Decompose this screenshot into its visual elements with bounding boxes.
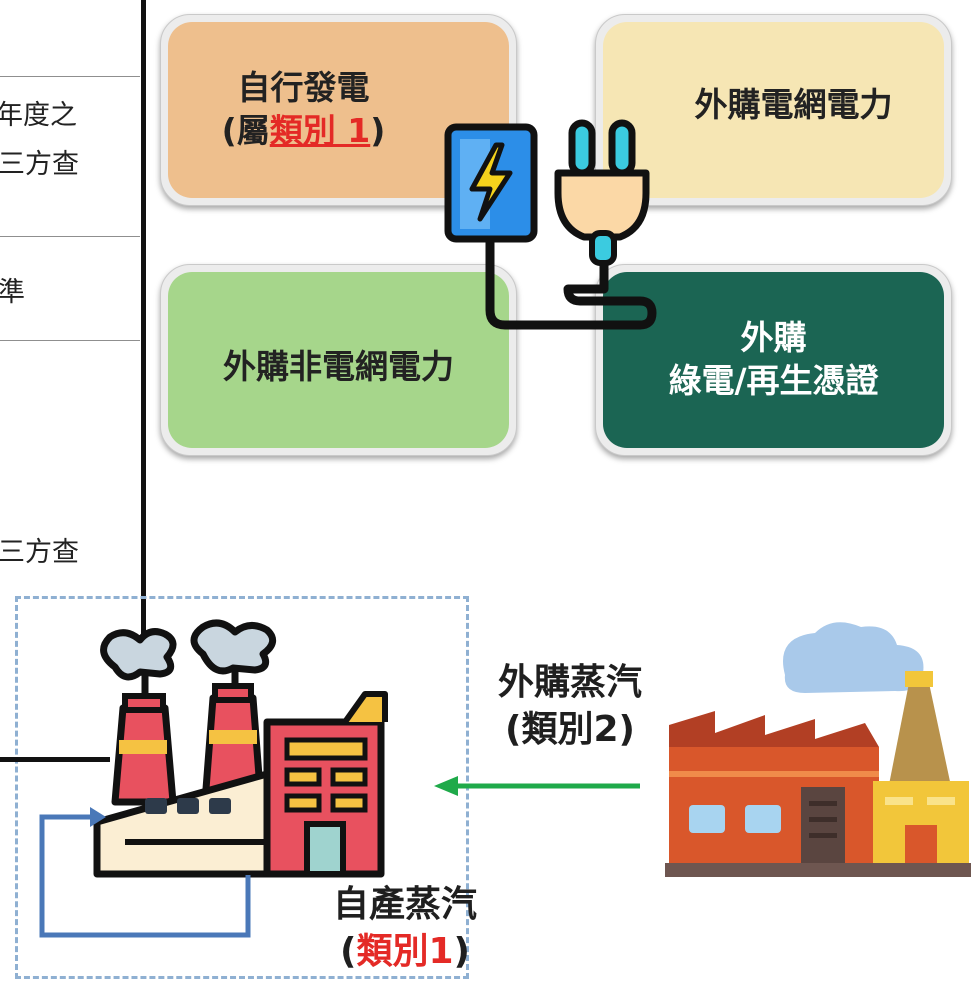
- self-generation-title: 自行發電: [237, 68, 370, 108]
- purchased-steam-label: 外購蒸汽 (類別2): [460, 660, 680, 754]
- lightning-icon: [469, 142, 513, 222]
- power-bank-icon: [444, 123, 538, 243]
- self-generation-card: 自行發電 (屬類別 1): [160, 14, 517, 206]
- green-power-card: 外購 綠電/再生憑證: [595, 264, 952, 456]
- non-grid-power-card: 外購非電網電力: [160, 264, 517, 456]
- self-generation-note: (屬類別 1): [221, 111, 386, 150]
- table-text-fragment: 準: [0, 277, 25, 308]
- self-produced-steam-title: 自產蒸汽: [332, 884, 477, 925]
- power-connection-icons: [444, 119, 657, 330]
- table-text-fragment: 三方查: [0, 537, 79, 568]
- table-text-fragment: 三方查: [0, 149, 79, 180]
- power-plug-icon: [554, 119, 650, 266]
- grid-power-card: 外購電網電力: [595, 14, 952, 206]
- purchased-steam-category: (類別2): [505, 708, 635, 750]
- grid-power-title: 外購電網電力: [694, 85, 893, 124]
- category-1-highlight: 類別 1: [269, 111, 371, 150]
- green-power-line2: 綠電/再生憑證: [668, 361, 879, 400]
- table-text-fragment: 年度之: [0, 100, 77, 131]
- table-rule: [0, 76, 140, 77]
- self-produced-steam-label: 自產蒸汽 (類別1): [300, 882, 510, 976]
- connector-line: [0, 757, 110, 762]
- green-power-line1: 外購: [740, 318, 807, 358]
- purchased-steam-arrow: [434, 776, 640, 796]
- non-grid-power-title: 外購非電網電力: [223, 346, 454, 386]
- purchased-steam-title: 外購蒸汽: [497, 662, 642, 703]
- table-rule: [0, 236, 140, 237]
- table-rule: [0, 340, 140, 341]
- external-factory-icon: [665, 622, 971, 877]
- self-production-loop-arrow: [39, 807, 251, 938]
- self-produced-steam-category: (類別1): [340, 930, 470, 972]
- factory-icon: [93, 619, 388, 878]
- category-1-highlight: 類別1: [356, 930, 454, 972]
- divider-vertical: [141, 0, 146, 660]
